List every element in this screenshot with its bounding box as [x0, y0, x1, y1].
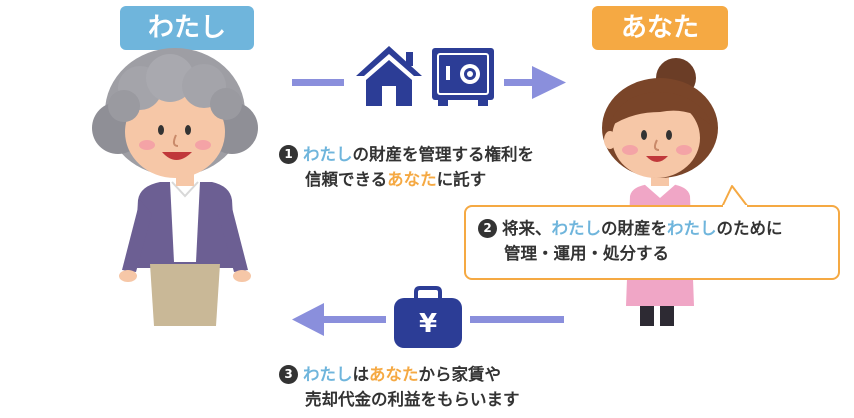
caption-text-segment: のために	[716, 219, 783, 238]
label-watashi: わたし	[120, 6, 254, 50]
caption-text-segment: は	[352, 365, 370, 384]
caption-text-segment: わたし	[303, 145, 353, 164]
house-icon	[356, 46, 422, 106]
safe-icon	[432, 48, 494, 106]
speech-bubble	[464, 205, 840, 280]
caption-text-segment: わたし	[303, 365, 353, 384]
caption-text-segment: から家賃や	[418, 365, 502, 384]
caption-text-segment: わたし	[667, 219, 717, 238]
caption-text-segment: あなた	[369, 365, 419, 384]
caption-text-segment: 将来、	[502, 219, 552, 238]
step-2-number: 2	[478, 219, 497, 238]
caption-text-segment: に託す	[436, 170, 487, 189]
caption-text-segment: わたし	[551, 219, 602, 238]
step-1-number: 1	[279, 145, 298, 164]
caption-text-segment: 売却代金の利益をもらいます	[305, 390, 520, 409]
yen-bag-icon: ¥	[394, 286, 462, 348]
label-anata: あなた	[592, 6, 728, 50]
step-3-caption: 3 わたしはあなたから家賃や 売却代金の利益をもらいます	[279, 362, 520, 412]
caption-text-segment: の財産を	[601, 219, 667, 238]
svg-text:¥: ¥	[419, 309, 437, 339]
step-3-number: 3	[279, 365, 298, 384]
caption-text-segment: の財産を管理する権利を	[352, 145, 535, 164]
caption-text-segment: 信頼できる	[305, 170, 388, 189]
step-1-caption: 1 わたしの財産を管理する権利を 信頼できるあなたに託す	[279, 142, 534, 192]
caption-text-segment: あなた	[387, 170, 437, 189]
caption-text-segment: 管理・運用・処分する	[504, 244, 669, 263]
